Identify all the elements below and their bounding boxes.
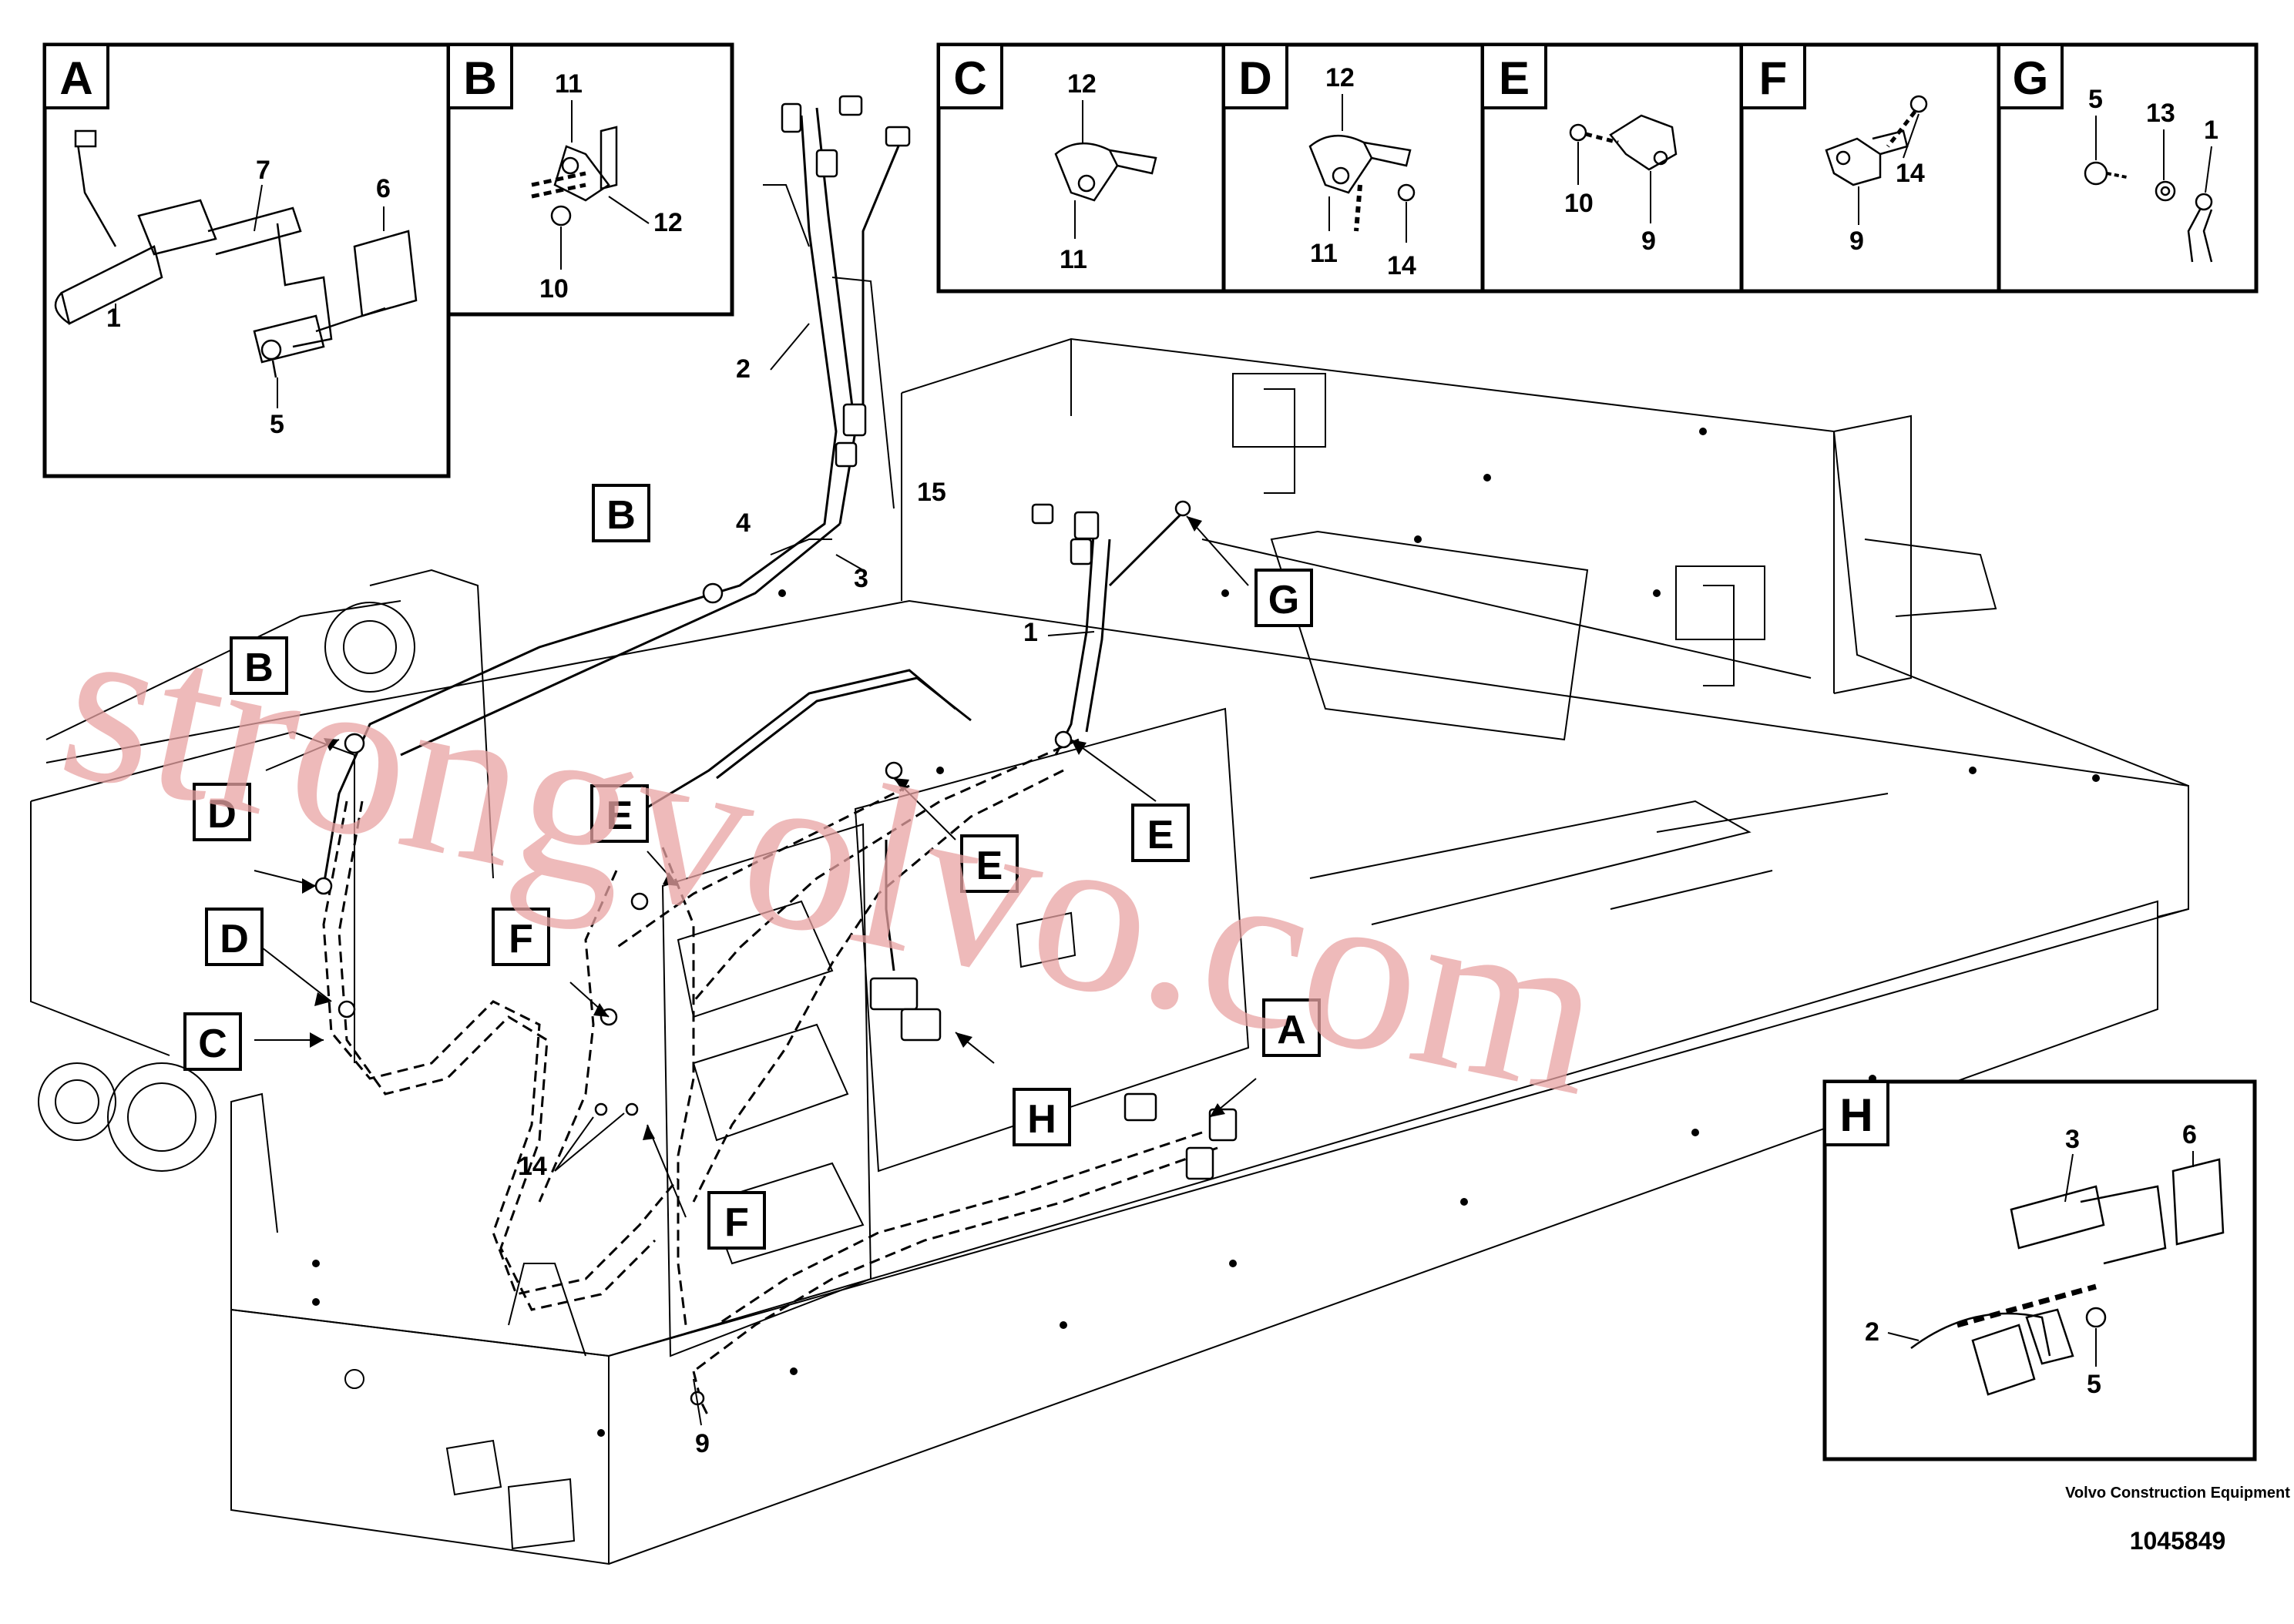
inset-F-label-9: 9	[1849, 226, 1864, 256]
callout-B-lower: B	[230, 636, 288, 695]
inset-G: G 5 13 1	[1997, 43, 2218, 263]
svg-text:B: B	[606, 493, 636, 538]
callout-E-left: E	[590, 784, 649, 843]
inset-H-label-3: 3	[2065, 1125, 2080, 1154]
frame-rivets	[312, 428, 2100, 1437]
callout-D-lower: D	[205, 908, 264, 966]
inset-A-label-6: 6	[376, 174, 391, 203]
svg-text:D: D	[1238, 52, 1271, 104]
svg-text:F: F	[509, 917, 533, 961]
svg-text:E: E	[976, 844, 1003, 888]
svg-text:D: D	[207, 792, 237, 837]
inset-E-label-10: 10	[1564, 189, 1594, 218]
callout-boxes: B B G E E E D D	[183, 484, 1321, 1250]
inset-A-label-5: 5	[270, 410, 284, 439]
svg-text:H: H	[1027, 1097, 1056, 1142]
svg-text:A: A	[59, 52, 92, 104]
label-9: 9	[695, 1429, 710, 1458]
svg-text:B: B	[463, 52, 496, 104]
label-1: 1	[1023, 618, 1038, 647]
inset-D-label-14: 14	[1387, 251, 1416, 280]
inset-B-label-11: 11	[555, 69, 583, 99]
inset-H-label-5: 5	[2087, 1370, 2101, 1399]
inset-H-label-6: 6	[2182, 1120, 2197, 1149]
callout-F-lower: F	[707, 1191, 766, 1250]
callout-A: A	[1262, 998, 1321, 1057]
inset-H: H 3 6 2 5	[1822, 1079, 2257, 1461]
svg-text:E: E	[606, 794, 633, 838]
inset-E-label-9: 9	[1641, 226, 1656, 256]
svg-text:strongvolvo.com: strongvolvo.com	[43, 569, 1623, 1144]
label-14: 14	[518, 1152, 547, 1181]
svg-text:E: E	[1147, 813, 1174, 857]
svg-text:D: D	[220, 917, 249, 961]
inset-H-label-2: 2	[1865, 1317, 1879, 1347]
inset-B-label-10: 10	[539, 274, 569, 304]
callout-D-upper: D	[193, 783, 251, 841]
label-15: 15	[917, 478, 946, 507]
label-2: 2	[736, 354, 751, 384]
inset-E: E 10 9	[1481, 43, 1678, 256]
harness-components	[314, 95, 1238, 1406]
inset-A-label-1: 1	[106, 304, 121, 333]
inset-F: F 14 9	[1740, 43, 1928, 256]
wiring-harness-dashed	[322, 738, 1218, 1418]
svg-text:H: H	[1839, 1089, 1872, 1141]
svg-text:F: F	[1759, 52, 1788, 104]
callout-G: G	[1254, 569, 1313, 627]
label-3: 3	[854, 564, 868, 593]
inset-B: B 11 12 10	[446, 42, 734, 317]
watermark: strongvolvo.com	[43, 569, 1623, 1144]
svg-text:F: F	[724, 1200, 749, 1245]
svg-text:E: E	[1499, 52, 1530, 104]
inset-B-label-12: 12	[653, 208, 683, 237]
callout-F-upper: F	[492, 908, 550, 966]
inset-F-label-14: 14	[1896, 159, 1925, 188]
footer-doc-number: 1045849	[2129, 1527, 2226, 1555]
callout-E-middle: E	[960, 834, 1019, 893]
main-part-numbers: 2 15 4 3 1 14 9	[518, 354, 1038, 1458]
footer-company: Volvo Construction Equipment	[2065, 1485, 2290, 1502]
inset-A-label-7: 7	[256, 156, 270, 185]
machine-frame	[30, 337, 2189, 1565]
callout-H: H	[1013, 1088, 1071, 1146]
callout-C: C	[183, 1012, 242, 1071]
inset-G-label-1: 1	[2204, 116, 2218, 145]
inset-A: A 7 6 1 5	[42, 42, 451, 478]
inset-C: C 12 11	[937, 43, 1157, 274]
svg-text:G: G	[1268, 578, 1299, 622]
inset-C-label-12: 12	[1067, 69, 1097, 99]
callout-E-right: E	[1131, 804, 1190, 862]
svg-text:C: C	[198, 1022, 227, 1066]
inset-C-label-11: 11	[1060, 245, 1087, 274]
svg-text:B: B	[244, 646, 274, 690]
label-4: 4	[736, 508, 751, 538]
svg-text:C: C	[953, 52, 986, 104]
inset-G-label-13: 13	[2146, 99, 2175, 128]
inset-D-label-12: 12	[1325, 63, 1355, 92]
inset-D-label-11: 11	[1310, 239, 1338, 268]
leader-arrowheads	[302, 516, 1225, 1140]
svg-text:A: A	[1277, 1008, 1306, 1052]
callout-B-upper: B	[592, 484, 650, 542]
inset-G-label-5: 5	[2088, 85, 2103, 114]
svg-text:G: G	[2013, 52, 2049, 104]
inset-D: D 12 11 14	[1222, 43, 1416, 280]
